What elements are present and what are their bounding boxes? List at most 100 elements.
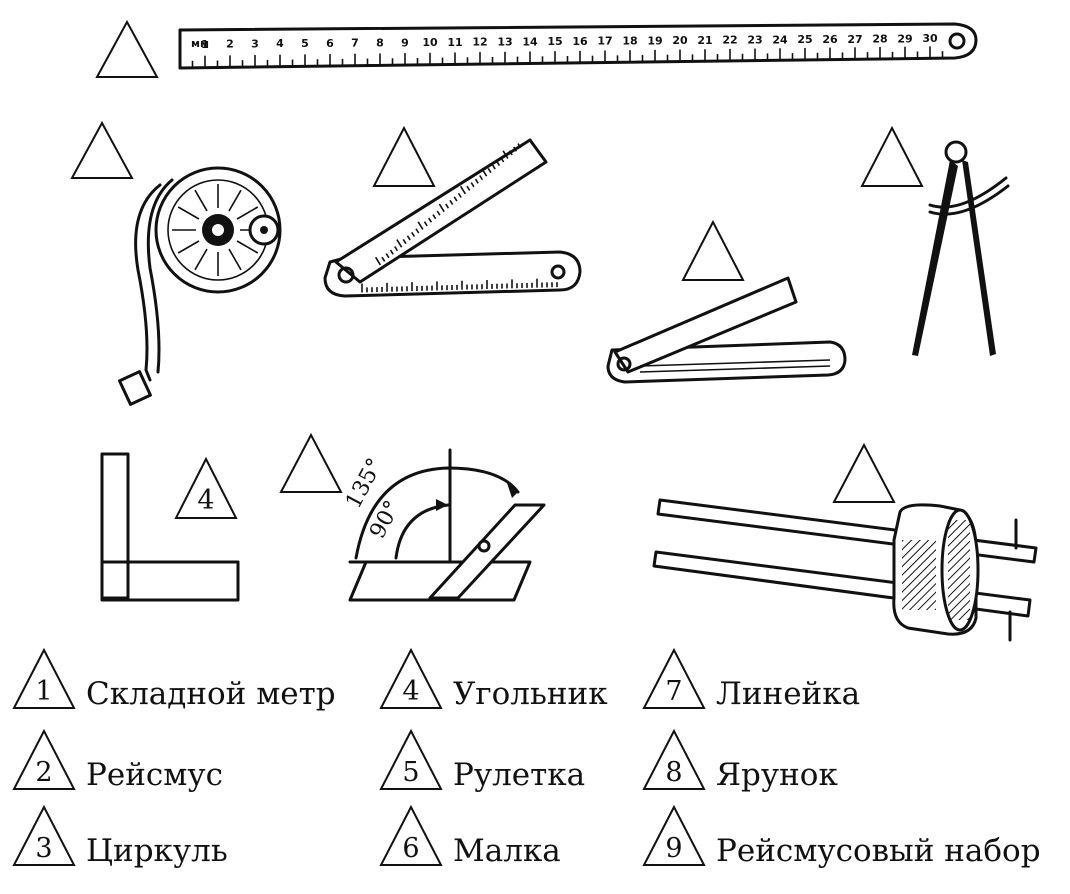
legend-triangle-8: [642, 728, 706, 790]
tape-measure: [118, 166, 282, 406]
ruler-number: 16: [572, 35, 588, 48]
legend-triangle-9: [642, 804, 706, 866]
bevel-arm-tick: [411, 231, 416, 237]
legend-triangle-2: [12, 728, 76, 790]
answer-triangle-bevel-small[interactable]: [681, 219, 745, 281]
bevel-arm-tick: [417, 221, 424, 230]
legend-label-1: Складной метр: [86, 676, 336, 712]
ruler-number: 21: [697, 34, 712, 47]
legend-triangle-1: [12, 647, 76, 709]
legend-triangle-3: [12, 804, 76, 866]
legend-number-9: 9: [665, 833, 682, 864]
legend-label-2: Рейсмус: [86, 757, 223, 793]
bevel-arm-tick: [457, 192, 462, 198]
bevel-arm-tick: [481, 168, 488, 177]
ruler-number: 10: [422, 36, 438, 49]
bevel-arm-tick: [396, 239, 403, 248]
answer-triangle-gauge[interactable]: [832, 442, 896, 503]
answer-triangle-compass[interactable]: [860, 125, 924, 187]
legend-triangle-7: [642, 647, 706, 709]
answer-triangle-ruler[interactable]: [95, 19, 159, 78]
legend-label-6: Малка: [453, 833, 561, 869]
ruler-number: 26: [822, 33, 838, 46]
bevel-arm-tick: [466, 185, 471, 191]
ruler-number: 25: [797, 33, 812, 46]
legend-number-2: 2: [35, 757, 52, 788]
tape-ray: [228, 248, 242, 271]
ruler-number: 20: [672, 34, 688, 47]
ruler-number: 30: [922, 32, 938, 45]
ruler-number: 1: [201, 38, 209, 51]
ruler-number: 13: [497, 35, 512, 48]
ruler-number: 24: [772, 33, 788, 46]
square-number-label: 4: [197, 485, 214, 516]
compass: [912, 140, 1010, 356]
bevel-arm-tick: [508, 150, 513, 156]
tape-ray: [194, 189, 208, 212]
legend-triangle-6: [379, 804, 443, 866]
bevel-arm-tick: [513, 146, 518, 152]
bevel-arm-tick: [385, 253, 390, 259]
bevel-arm-tick: [470, 182, 475, 188]
bevel-arm-tick: [374, 256, 382, 266]
legend-label-3: Циркуль: [86, 833, 228, 869]
bevel-arm-tick: [423, 221, 428, 227]
ruler-number: 18: [622, 35, 637, 48]
bevel-arm-tick: [438, 203, 445, 213]
answer-triangle-square[interactable]: [174, 456, 238, 519]
legend-label-8: Ярунок: [716, 757, 838, 793]
legend-label-7: Линейка: [716, 676, 860, 712]
bevel-arm-tick: [459, 185, 467, 195]
bevel-arm-tick: [487, 167, 492, 174]
legend-number-4: 4: [402, 676, 419, 707]
tape-ray: [236, 240, 259, 254]
ruler-number: 17: [597, 35, 612, 48]
answer-triangle-yarunok[interactable]: [279, 432, 343, 493]
tape-ray: [194, 248, 208, 271]
legend-number-6: 6: [402, 833, 419, 864]
bevel-arm-tick: [496, 160, 501, 166]
bevel-arm-tick: [389, 249, 394, 255]
angle-label-90: 90°: [365, 497, 405, 543]
ruler-number: 6: [326, 37, 334, 50]
bevel-arm-tick: [502, 150, 509, 159]
ruler-number: 15: [547, 35, 562, 48]
ruler-number: 3: [251, 37, 259, 50]
ruler-number: 9: [401, 36, 409, 49]
yarunok: 135° 90°: [341, 448, 546, 602]
bevel-arm-tick: [445, 203, 450, 209]
bevel-arm-tick: [406, 235, 411, 241]
legend-triangle-5: [379, 728, 443, 790]
ruler-number: 28: [872, 33, 887, 46]
bevel-arm-tick: [394, 246, 399, 252]
bevel-arm-tick: [432, 214, 437, 220]
ruler-number: 11: [447, 36, 462, 49]
tape-ray: [177, 240, 200, 254]
bevel-arm-tick: [449, 199, 454, 206]
answer-triangle-folding-rule[interactable]: [372, 125, 436, 187]
folding-bevel-small: [606, 276, 847, 384]
legend-number-7: 7: [665, 676, 682, 707]
ruler-number: 5: [301, 37, 309, 50]
ruler-number: 23: [747, 34, 762, 47]
legend-label-4: Угольник: [453, 676, 608, 712]
bevel-arm-tick: [500, 157, 505, 163]
bevel-arm-tick: [402, 238, 407, 245]
ruler-number: 22: [722, 34, 737, 47]
answer-triangle-tape[interactable]: [70, 120, 134, 179]
bevel-arm-tick: [479, 175, 484, 181]
ruler-number: 12: [472, 36, 487, 49]
tape-ray: [236, 206, 259, 220]
carpenters-square: [100, 452, 240, 602]
bevel-arm-tick: [381, 256, 386, 262]
bevel-arm-tick: [415, 228, 420, 234]
tape-ray: [228, 189, 242, 212]
bevel-arm-tick: [436, 210, 441, 216]
ruler-number: 4: [276, 37, 284, 50]
marking-gauge: [652, 498, 1038, 642]
ruler-number: 19: [647, 34, 662, 47]
legend-label-9: Рейсмусовый набор: [716, 833, 1041, 869]
